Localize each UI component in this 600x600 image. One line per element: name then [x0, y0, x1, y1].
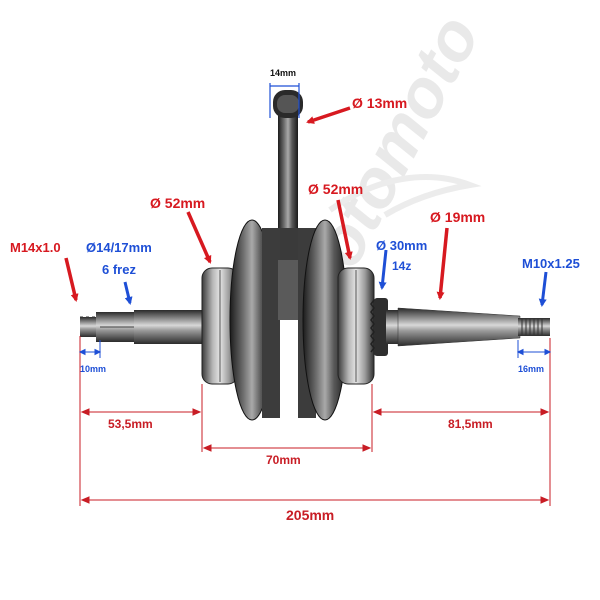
sprocket-teeth-label: 14z: [392, 259, 411, 273]
left-shaft-dia-label: Ø14/17mm: [86, 240, 152, 255]
right-web-dia-label: Ø 52mm: [308, 181, 363, 197]
dimension-lines: [79, 336, 551, 506]
sprocket-dia-label: Ø 30mm: [376, 238, 427, 253]
left-web-dia-label: Ø 52mm: [150, 195, 205, 211]
right-bearing: [337, 267, 375, 385]
small-end-dia-label: Ø 13mm: [352, 95, 407, 111]
right-web: [298, 219, 348, 421]
callout-arrows: [64, 83, 548, 307]
dimension-labels: 53,5mm 70mm 81,5mm 205mm: [108, 417, 493, 523]
left-web: [229, 219, 280, 421]
sprocket: [370, 298, 388, 356]
right-thread-len-label: 16mm: [518, 364, 544, 374]
crank-pin: [278, 260, 300, 320]
right-offset-label: 81,5mm: [448, 417, 493, 431]
right-thread-label: M10x1.25: [522, 256, 580, 271]
right-shaft: [386, 307, 550, 347]
callout-labels: 14mm Ø 13mm Ø 52mm Ø 52mm M14x1.0 Ø14/17…: [10, 68, 580, 374]
left-offset-label: 53,5mm: [108, 417, 153, 431]
left-shaft: [80, 310, 209, 344]
left-splines-label: 6 frez: [102, 262, 136, 277]
rod-width-label: 14mm: [270, 68, 296, 78]
total-length-label: 205mm: [286, 507, 334, 523]
center-width-label: 70mm: [266, 453, 301, 467]
watermark-swoosh: [328, 174, 482, 218]
left-thread-label: M14x1.0: [10, 240, 61, 255]
right-shaft-dia-label: Ø 19mm: [430, 209, 485, 225]
left-thread-len-label: 10mm: [80, 364, 106, 374]
thread-length-dims: [78, 340, 552, 358]
crankshaft: [80, 90, 550, 421]
